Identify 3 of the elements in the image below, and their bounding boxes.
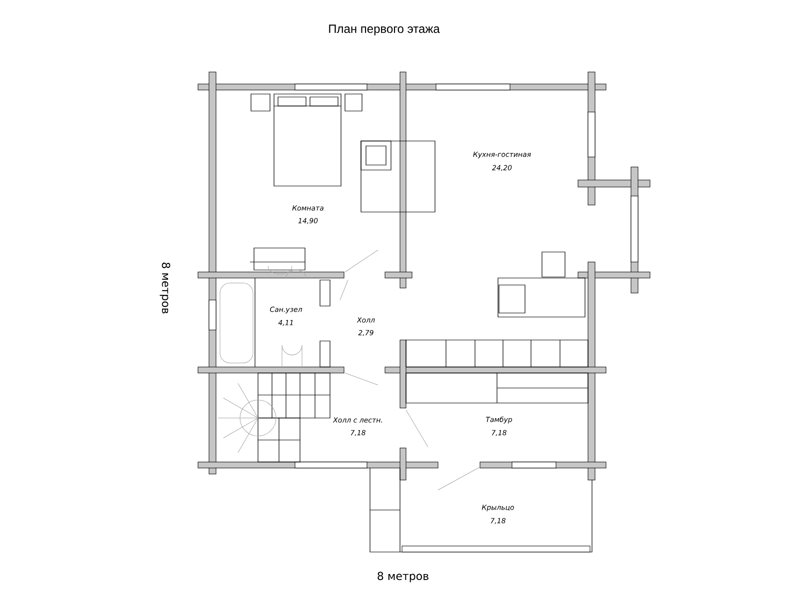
- plan-title: План первого этажа: [329, 24, 440, 36]
- dimension-label: 8 метров: [160, 262, 170, 314]
- dimension-label: 8 метров: [378, 572, 428, 582]
